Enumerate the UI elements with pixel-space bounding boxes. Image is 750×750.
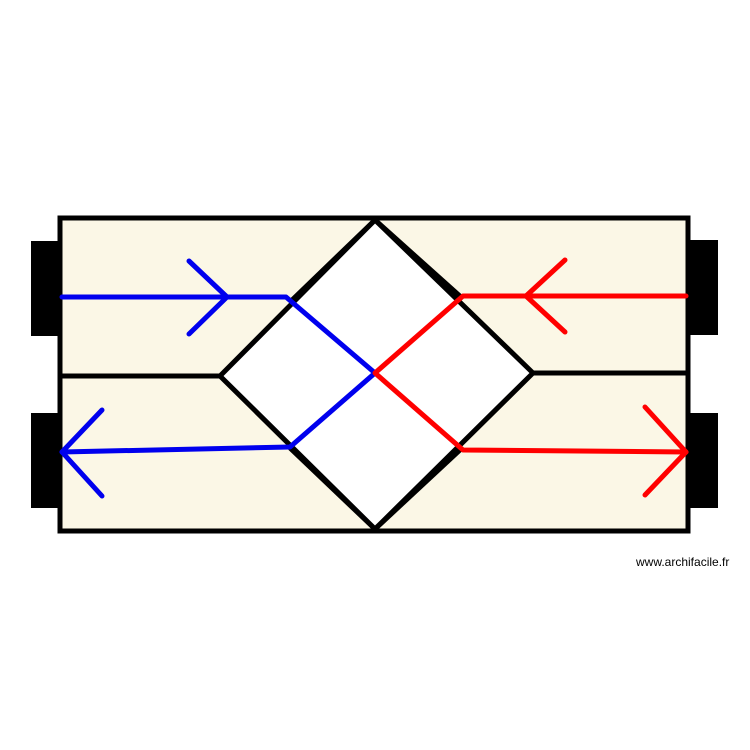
duct-port-bottom-left: [31, 413, 60, 508]
arrow-icon-red-left: [523, 257, 568, 335]
core-plate-lower-right: [373, 446, 464, 531]
watermark-text: www.archifacile.fr: [636, 555, 730, 569]
arrow-icon-blue-left: [59, 407, 105, 499]
core-plate-lower-left: [288, 446, 377, 531]
arrow-icon-blue-right: [186, 258, 230, 337]
duct-port-top-right: [689, 240, 718, 335]
core-plate-upper-left: [288, 218, 377, 304]
duct-port-bottom-right: [689, 413, 718, 508]
duct-port-top-left: [31, 241, 60, 336]
flow-out-path: [372, 293, 689, 455]
arrow-icon-red-right: [642, 404, 689, 498]
core-plate-upper-right: [373, 218, 464, 300]
